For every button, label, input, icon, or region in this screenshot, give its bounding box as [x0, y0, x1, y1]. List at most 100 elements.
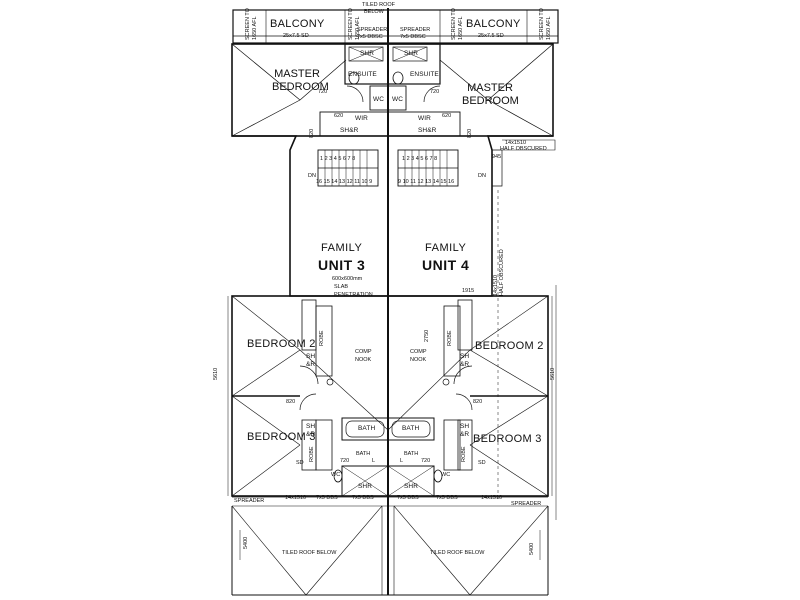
- bedroom3-label-unit4: BEDROOM 3: [473, 433, 542, 445]
- wir-label-unit3: WIR: [355, 115, 368, 122]
- master-bedroom-label-unit4: MASTER BEDROOM: [462, 82, 519, 108]
- screen-label-unit4-b: SCREEN TO: [539, 8, 545, 40]
- slab-penetration: PENETRATION: [334, 292, 373, 298]
- dim-820b-unit3: 820: [286, 399, 296, 405]
- sh-label-unit3-b: SH: [306, 423, 316, 430]
- nook-label-unit4: NOOK: [410, 357, 427, 363]
- ensuite-label-unit3: ENSUITE: [348, 71, 377, 78]
- tiled-roof-top-2: BELOW: [364, 9, 384, 15]
- dim-720-unit4: 720: [430, 89, 440, 95]
- comp-label-unit3: COMP: [355, 349, 372, 355]
- dim-720-unit3: 720: [318, 89, 328, 95]
- ensuite-label-unit4: ENSUITE: [410, 71, 439, 78]
- screen-label-unit4-a: SCREEN TO: [451, 8, 457, 40]
- dbs-top-unit4: 7x5 DBSC: [400, 34, 426, 40]
- master-bedroom-label-unit3: MASTER BEDROOM: [272, 68, 329, 94]
- spreader-top-unit4: SPREADER: [400, 27, 431, 33]
- dim-720b-unit3: 720: [340, 458, 350, 464]
- robe-label-unit3-b: ROBE: [309, 446, 315, 462]
- shr-bath-unit4: SHR: [404, 483, 419, 490]
- dn-label-unit3: DN: [308, 173, 316, 179]
- dim-945: 945: [492, 154, 502, 160]
- sh-label-unit3-a: SH: [306, 353, 316, 360]
- dim-c-unit3: 7x5 DBS: [352, 495, 374, 501]
- window-note-2: HALF OBSCURED: [500, 146, 547, 152]
- stair-up-unit3: 1 2 3 4 5 6 7 8: [320, 156, 356, 162]
- tiled-roof-top: TILED ROOF: [362, 2, 396, 8]
- dn-label-unit4: DN: [478, 173, 486, 179]
- dim-a-unit4: 14x1510: [481, 495, 503, 501]
- balcony-size-unit4: 25x7.5 SD: [478, 33, 504, 39]
- dim-1915: 1915: [462, 288, 475, 294]
- nook-label-unit3: NOOK: [355, 357, 372, 363]
- bedroom2-label-unit4: BEDROOM 2: [475, 340, 544, 352]
- balcony-label-unit3: BALCONY: [270, 18, 325, 30]
- spreader-bottom-unit3: SPREADER: [234, 498, 265, 504]
- sh-label-unit4-b: SH: [460, 423, 470, 430]
- dim-5400-unit3: 5400: [243, 536, 249, 549]
- master-line1-unit4: MASTER: [467, 82, 513, 94]
- dim-620-unit3: 620: [334, 113, 344, 119]
- slab-label: SLAB: [334, 284, 349, 290]
- bedroom3-label-unit3: BEDROOM 3: [247, 431, 316, 443]
- bath2-label-unit4: BATH: [404, 451, 419, 457]
- dim-b-unit4: 7x5 DBS: [397, 495, 419, 501]
- unit-label-unit4: UNIT 4: [422, 257, 470, 273]
- screen-label-unit3-b: SCREEN TO: [348, 8, 354, 40]
- balcony-size-unit3: 25x7.5 SD: [283, 33, 309, 39]
- stair-down-unit4: 9 10 11 12 13 14 15 16: [398, 179, 455, 185]
- balcony-label-unit4: BALCONY: [466, 18, 521, 30]
- bath-label-unit4: BATH: [402, 425, 420, 432]
- r-label-unit3-a: &R: [306, 361, 316, 368]
- shr-bath-unit3: SHR: [358, 483, 373, 490]
- sh-label-unit4-a: SH: [460, 353, 470, 360]
- bath2-label-unit3: BATH: [356, 451, 371, 457]
- robe-label-unit4-b: ROBE: [461, 446, 467, 462]
- r-label-unit4-b: &R: [460, 431, 470, 438]
- dim-820-unit3: 820: [309, 128, 315, 138]
- stair-down-unit3: 16 15 14 13 12 11 10 9: [316, 179, 373, 185]
- dim-820b-unit4: 820: [473, 399, 483, 405]
- spreader-bottom-unit4: SPREADER: [511, 501, 542, 507]
- bedroom2-label-unit3: BEDROOM 2: [247, 338, 316, 350]
- master-line2-unit3: BEDROOM: [272, 81, 329, 93]
- dim-a-unit3: 14x1510: [285, 495, 307, 501]
- dim-b-unit3: 7x5 DBS: [316, 495, 338, 501]
- master-line1-unit3: MASTER: [274, 68, 320, 80]
- r-label-unit3-b: &R: [306, 431, 316, 438]
- shr-r-label-unit3: SH&R: [340, 127, 359, 134]
- unit-label-unit3: UNIT 3: [318, 257, 366, 273]
- spreader-top-unit3: SPREADER: [357, 27, 388, 33]
- sd-label-unit3: SD: [296, 460, 304, 466]
- r-label-unit4-a: &R: [460, 361, 470, 368]
- slab-size: 600x600mm: [332, 276, 363, 282]
- dbs-top-unit3: 7x5 DBSC: [357, 34, 383, 40]
- wc-bath-unit3: WC: [331, 472, 341, 478]
- sd-label-unit4: SD: [478, 460, 486, 466]
- robe-label-unit3-a: ROBE: [319, 330, 325, 346]
- bath-label-unit3: BATH: [358, 425, 376, 432]
- l-label-unit3: L: [372, 458, 376, 464]
- window-note-4: HALF OBSCURED: [499, 249, 505, 296]
- family-label-unit3: FAMILY: [321, 242, 363, 254]
- dim-820-unit4: 820: [467, 128, 473, 138]
- wc-bath-unit4: WC: [441, 472, 451, 478]
- robe-label-unit4-a: ROBE: [447, 330, 453, 346]
- tiled-roof-below-unit3: TILED ROOF BELOW: [282, 550, 337, 556]
- balcony-outline-unit4: [387, 9, 559, 44]
- tiled-roof-below-unit4: TILED ROOF BELOW: [430, 550, 485, 556]
- wc-label-unit3: WC: [373, 96, 385, 103]
- dim-5610-unit3: 5610: [213, 367, 219, 380]
- comp-label-unit4: COMP: [410, 349, 427, 355]
- shr-label-unit4: SHR: [404, 50, 419, 57]
- dim-620-unit4: 620: [442, 113, 452, 119]
- l-label-unit4: L: [400, 458, 404, 464]
- wir-label-unit4: WIR: [418, 115, 431, 122]
- dim-720b-unit4: 720: [421, 458, 431, 464]
- dim-c-unit4: 7x5 DBS: [436, 495, 458, 501]
- wc-label-unit4: WC: [392, 96, 404, 103]
- screen-height-unit3-a: 1650 AFL: [252, 16, 258, 40]
- shr-r-label-unit4: SH&R: [418, 127, 437, 134]
- dim-5400-unit4: 5400: [529, 542, 535, 555]
